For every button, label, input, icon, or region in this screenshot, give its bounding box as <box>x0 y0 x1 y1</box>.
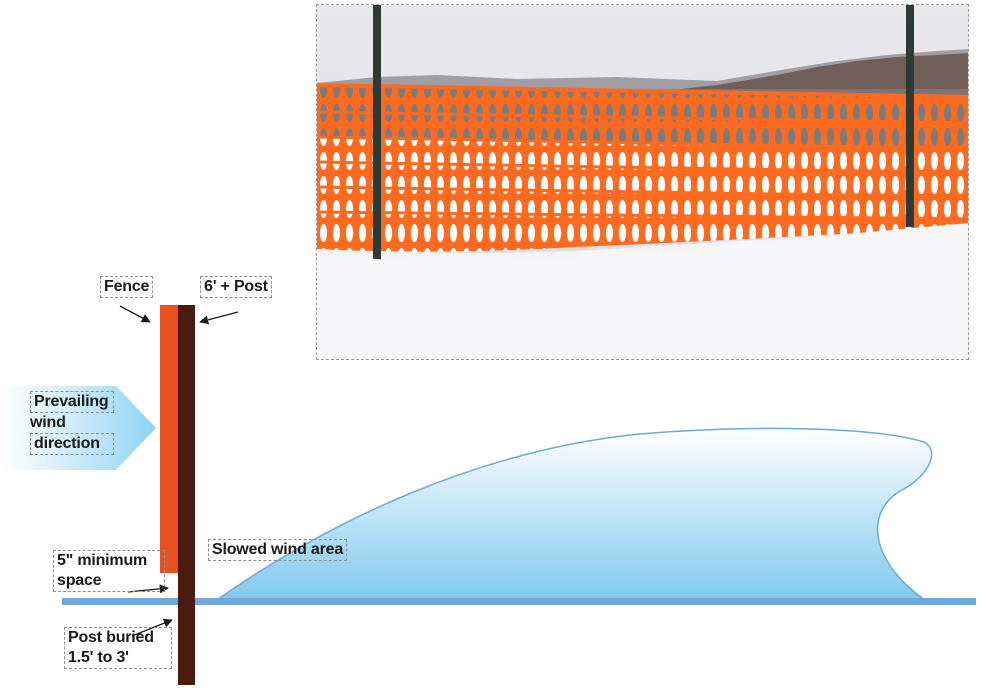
fence-label: Fence <box>100 276 154 298</box>
snow-drift <box>211 427 933 603</box>
fence-post <box>178 305 195 685</box>
wind-direction-label: Prevailing wind direction <box>30 391 114 455</box>
slowed-wind-label: Slowed wind area <box>208 539 348 561</box>
wind-label-line2: wind <box>30 414 66 431</box>
post-buried-label: Post buried 1.5' to 3' <box>64 627 172 669</box>
post-label: 6' + Post <box>200 276 272 298</box>
minimum-space-label: 5" minimum space <box>53 550 165 592</box>
fence-panel <box>160 305 178 573</box>
post-leader-arrow <box>199 311 239 325</box>
space-label-line2: space <box>57 572 102 589</box>
wind-label-line1: Prevailing <box>30 391 114 413</box>
buried-label-line2: 1.5' to 3' <box>68 649 129 666</box>
snow-fence-photo-art <box>317 5 968 359</box>
ground-line <box>62 598 976 605</box>
wind-label-line3: direction <box>30 433 114 455</box>
wind-direction-arrow <box>0 386 156 470</box>
snow-fence-photo <box>316 4 969 360</box>
fence-leader-arrow <box>119 305 151 323</box>
buried-label-line1: Post buried <box>68 629 154 646</box>
buried-leader-arrow <box>131 618 173 637</box>
space-label-line1: 5" minimum <box>57 552 148 569</box>
